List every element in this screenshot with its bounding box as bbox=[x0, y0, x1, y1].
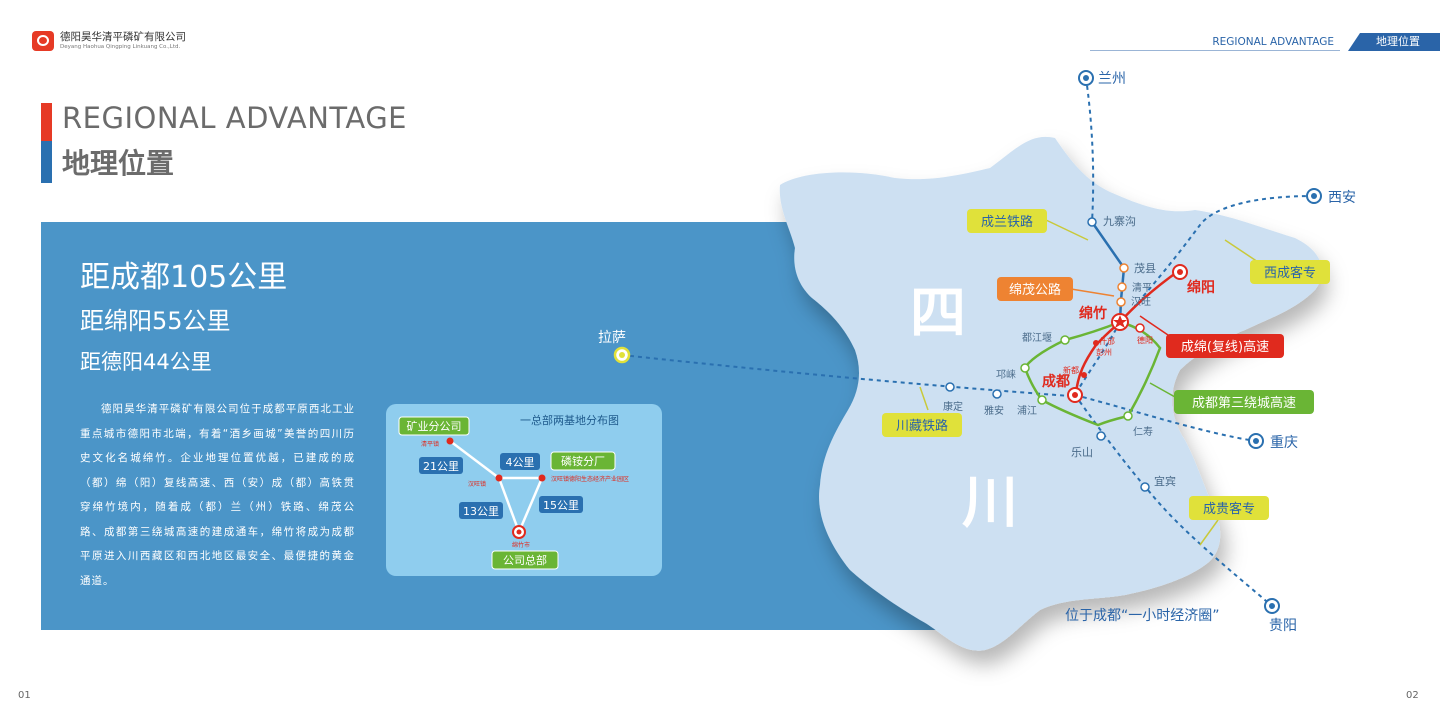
inset-place-mianzhu: 绵竹市 bbox=[512, 541, 530, 549]
arrow-chenggui bbox=[1199, 519, 1219, 546]
arrow-chenglan bbox=[1045, 219, 1089, 241]
route-third-ring-expressway bbox=[1023, 320, 1162, 427]
header-divider bbox=[1090, 50, 1340, 51]
section-tag-cn: 地理位置 bbox=[1348, 33, 1440, 51]
svg-text:13公里: 13公里 bbox=[463, 505, 499, 518]
arrow-xicheng bbox=[1224, 239, 1259, 263]
inset-distance-4: 4公里 bbox=[500, 453, 540, 470]
svg-text:15公里: 15公里 bbox=[543, 499, 579, 512]
city-lasa: 拉萨 bbox=[598, 330, 626, 346]
city-qingping: 清平 bbox=[1132, 281, 1152, 294]
company-name-cn: 德阳昊华清平磷矿有限公司 bbox=[60, 31, 186, 43]
city-shifang: 什邡 bbox=[1099, 336, 1115, 346]
inset-distance-21: 21公里 bbox=[419, 457, 463, 474]
city-mianzhu: 绵竹 bbox=[1079, 305, 1107, 322]
city-yaan: 雅安 bbox=[984, 404, 1004, 417]
title-accent-red bbox=[41, 103, 52, 141]
distance-chengdu: 距成都105公里 bbox=[80, 260, 288, 295]
province-char-si: 四 bbox=[910, 281, 966, 346]
company-description: 德阳昊华清平磷矿有限公司位于成都平原西北工业重点城市德阳市北端，有着“酒乡画城”… bbox=[80, 403, 355, 587]
inset-distance-13: 13公里 bbox=[459, 502, 503, 519]
svg-text:矿业分公司: 矿业分公司 bbox=[407, 420, 462, 433]
city-pengzhou: 彭州 bbox=[1096, 347, 1112, 357]
label-xicheng-hsr: 西成客专 bbox=[1250, 260, 1330, 284]
city-qionglai: 邛崃 bbox=[996, 369, 1016, 381]
province-char-chuan: 川 bbox=[962, 471, 1018, 536]
inset-map-content: 一总部两基地分布图 矿业分公司 磷铵分厂 公司总部 21公里 bbox=[398, 413, 629, 570]
city-pujiang: 浦江 bbox=[1017, 404, 1037, 417]
city-leshan: 乐山 bbox=[1071, 446, 1093, 459]
route-guiyang bbox=[1074, 394, 1273, 607]
city-lanzhou: 兰州 bbox=[1098, 71, 1126, 87]
city-mianyang: 绵阳 bbox=[1187, 279, 1215, 296]
inset-label-headquarters: 公司总部 bbox=[491, 550, 559, 570]
city-dujiangyan: 都江堰 bbox=[1022, 332, 1052, 344]
company-logo: 德阳昊华清平磷矿有限公司 Deyang Haohua Qingping Link… bbox=[32, 31, 186, 51]
label-chenglan-railway: 成兰铁路 bbox=[967, 209, 1047, 233]
city-maoxian: 茂县 bbox=[1134, 261, 1156, 275]
inset-place-hanwang-park: 汉旺镇德阳生态经济产业园区 bbox=[551, 475, 629, 483]
svg-text:成绵(复线)高速: 成绵(复线)高速 bbox=[1181, 339, 1269, 355]
svg-text:磷铵分厂: 磷铵分厂 bbox=[561, 454, 605, 468]
label-chuanzang-railway: 川藏铁路 bbox=[882, 413, 962, 437]
title-accent-blue bbox=[41, 141, 52, 183]
inset-label-ammonium-plant: 磷铵分厂 bbox=[550, 451, 616, 471]
city-xindu: 新都 bbox=[1063, 365, 1079, 375]
label-third-ring-expressway: 成都第三绕城高速 bbox=[1174, 390, 1314, 414]
company-name-en: Deyang Haohua Qingping Linkuang Co.,Ltd. bbox=[60, 44, 181, 50]
distance-mianyang: 距绵阳55公里 bbox=[80, 307, 231, 335]
city-chengdu: 成都 bbox=[1042, 373, 1070, 390]
arrow-chuanzang bbox=[919, 386, 929, 411]
map-caption: 位于成都“一小时经济圈” bbox=[1065, 608, 1220, 624]
page-number-right: 02 bbox=[1406, 690, 1419, 701]
sichuan-province-shape bbox=[779, 136, 1323, 651]
label-chengmian-expressway: 成绵(复线)高速 bbox=[1166, 334, 1284, 358]
city-jiuzhaigou: 九寨沟 bbox=[1103, 214, 1136, 228]
route-lasa bbox=[621, 354, 1071, 397]
arrow-mianmao bbox=[1070, 288, 1115, 297]
svg-text:21公里: 21公里 bbox=[423, 460, 459, 473]
company-logo-icon bbox=[32, 31, 54, 51]
svg-text:成兰铁路: 成兰铁路 bbox=[981, 214, 1033, 230]
svg-text:西成客专: 西成客专 bbox=[1264, 265, 1316, 281]
arrow-third-ring bbox=[1149, 382, 1176, 398]
arrow-chengmian bbox=[1139, 315, 1169, 336]
route-chengmian-expressway bbox=[1074, 268, 1181, 394]
svg-text:公司总部: 公司总部 bbox=[503, 553, 547, 567]
svg-text:4公里: 4公里 bbox=[506, 456, 535, 469]
city-markers bbox=[613, 70, 1322, 614]
page-title-en: REGIONAL ADVANTAGE bbox=[62, 101, 407, 135]
page-title-cn: 地理位置 bbox=[62, 147, 175, 180]
city-kangding: 康定 bbox=[943, 400, 963, 413]
inset-place-qingping: 清平镇 bbox=[421, 440, 439, 448]
section-tag-en: REGIONAL ADVANTAGE bbox=[1212, 36, 1334, 48]
section-tag: REGIONAL ADVANTAGE 地理位置 bbox=[1212, 33, 1440, 51]
city-chongqing: 重庆 bbox=[1270, 435, 1298, 451]
svg-text:川藏铁路: 川藏铁路 bbox=[896, 418, 948, 434]
inset-label-mining-branch: 矿业分公司 bbox=[398, 416, 470, 436]
label-mianmao-highway: 绵茂公路 bbox=[997, 277, 1073, 301]
page-number-left: 01 bbox=[18, 690, 31, 701]
route-chongqing bbox=[1074, 394, 1256, 442]
city-yibin: 宜宾 bbox=[1154, 474, 1176, 488]
inset-title: 一总部两基地分布图 bbox=[520, 413, 619, 427]
svg-text:绵茂公路: 绵茂公路 bbox=[1009, 282, 1061, 298]
route-xian bbox=[1139, 195, 1315, 301]
inset-place-hanwang: 汉旺镇 bbox=[468, 480, 486, 488]
city-guiyang: 贵阳 bbox=[1269, 618, 1297, 634]
city-deyang: 德阳 bbox=[1137, 335, 1153, 345]
city-xian: 西安 bbox=[1328, 190, 1356, 206]
label-chenggui-hsr: 成贵客专 bbox=[1189, 496, 1269, 520]
inset-distance-15: 15公里 bbox=[539, 496, 583, 513]
distance-deyang: 距德阳44公里 bbox=[80, 350, 212, 374]
route-mianzhu-chengdu bbox=[1075, 321, 1121, 394]
city-hanwang: 汉旺 bbox=[1131, 296, 1151, 308]
svg-text:成都第三绕城高速: 成都第三绕城高速 bbox=[1192, 395, 1296, 411]
svg-text:成贵客专: 成贵客专 bbox=[1203, 501, 1255, 517]
city-renshou: 仁寿 bbox=[1133, 425, 1153, 438]
